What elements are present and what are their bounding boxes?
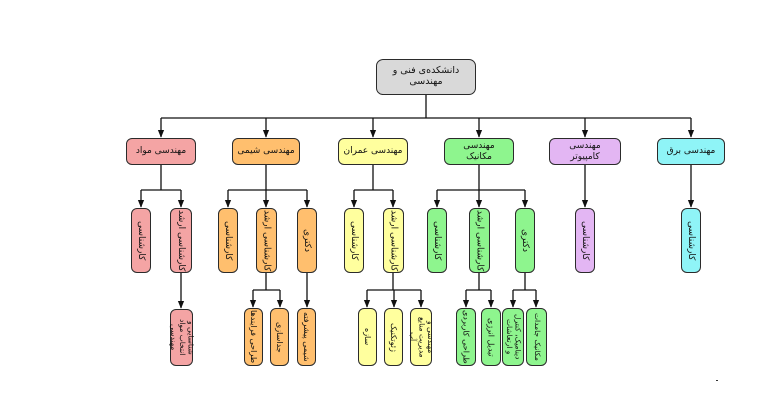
civil-master-spec-3-label: مهندسی و مدیریت منابع آب xyxy=(408,316,435,358)
dept-mechanical-node: مهندسی مکانیک xyxy=(444,138,514,165)
civil-bachelor-label: کارشناسی xyxy=(349,220,360,261)
chemical-master-label: کارشناسی ارشد xyxy=(261,209,272,272)
dept-chemical-node: مهندسی شیمی xyxy=(232,138,300,165)
dept-computer-node: مهندسی کامپیوتر xyxy=(549,138,621,165)
materials-master-node: کارشناسی ارشد xyxy=(170,208,192,273)
chemical-phd-spec-1-node: شیمی پیشرفته xyxy=(297,308,316,366)
electrical-bachelor-label: کارشناسی xyxy=(686,220,697,261)
dept-mechanical-label: مهندسی مکانیک xyxy=(463,141,495,162)
mechanical-bachelor-label: کارشناسی xyxy=(432,220,443,261)
civil-master-spec-1-node: سازه xyxy=(358,308,377,366)
computer-bachelor-node: کارشناسی xyxy=(575,208,595,273)
materials-master-spec-1-label: شناسایی و انتخاب مواد مهندسی xyxy=(169,319,196,356)
civil-master-spec-1-label: سازه xyxy=(363,328,373,346)
electrical-bachelor-node: کارشناسی xyxy=(681,208,701,273)
mechanical-phd-spec-2-node: مکانیک جامدات xyxy=(526,308,547,366)
dept-computer-label: مهندسی کامپیوتر xyxy=(569,141,601,162)
chemical-phd-label: دکتری xyxy=(302,228,313,253)
mechanical-master-spec-1-label: طراحی کاربردی xyxy=(461,310,471,364)
dept-chemical-label: مهندسی شیمی xyxy=(237,146,295,157)
mechanical-bachelor-node: کارشناسی xyxy=(427,208,447,273)
chemical-master-spec-2-label: جداسازی xyxy=(275,321,285,353)
dept-electrical-label: مهندسی برق xyxy=(666,146,716,157)
mechanical-master-spec-2-label: تبدیل انرژی xyxy=(486,317,496,357)
materials-master-spec-1-node: شناسایی و انتخاب مواد مهندسی xyxy=(169,309,196,366)
mechanical-master-spec-1-node: طراحی کاربردی xyxy=(456,308,476,366)
chemical-bachelor-node: کارشناسی xyxy=(218,208,238,273)
dept-electrical-node: مهندسی برق xyxy=(657,138,725,165)
dept-materials-label: مهندسی مواد xyxy=(135,146,187,157)
civil-master-node: کارشناسی ارشد xyxy=(383,208,404,273)
mechanical-phd-spec-2-label: مکانیک جامدات xyxy=(532,313,542,361)
chemical-phd-node: دکتری xyxy=(297,208,317,273)
dept-civil-label: مهندسی عمران xyxy=(343,146,403,157)
civil-master-spec-2-node: ژئوتکنیک xyxy=(384,308,403,366)
mechanical-phd-spec-1-label: دینامیک، کنترل و ارتعاشات xyxy=(505,314,523,360)
computer-bachelor-label: کارشناسی xyxy=(580,220,591,261)
root-faculty-label: دانشکده‌ی فنی و مهندسی xyxy=(392,65,460,87)
materials-bachelor-node: کارشناسی xyxy=(131,208,151,273)
civil-master-spec-2-label: ژئوتکنیک xyxy=(389,322,399,352)
civil-master-spec-3-node: مهندسی و مدیریت منابع آب xyxy=(408,308,435,366)
chemical-bachelor-label: کارشناسی xyxy=(223,220,234,261)
civil-bachelor-node: کارشناسی xyxy=(344,208,364,273)
chemical-master-spec-1-node: طراحی فرایندها xyxy=(244,308,263,366)
dept-civil-node: مهندسی عمران xyxy=(338,138,408,165)
mechanical-phd-label: دکتری xyxy=(520,228,531,253)
chemical-master-spec-2-node: جداسازی xyxy=(270,308,289,366)
materials-master-label: کارشناسی ارشد xyxy=(176,209,187,272)
stray-dot xyxy=(716,380,718,381)
chemical-phd-spec-1-label: شیمی پیشرفته xyxy=(302,312,312,362)
mechanical-master-spec-2-node: تبدیل انرژی xyxy=(481,308,501,366)
mechanical-phd-spec-1-node: دینامیک، کنترل و ارتعاشات xyxy=(502,308,524,366)
mechanical-phd-node: دکتری xyxy=(515,208,535,273)
chemical-master-node: کارشناسی ارشد xyxy=(256,208,277,273)
mechanical-master-node: کارشناسی ارشد xyxy=(469,208,490,273)
root-faculty-node: دانشکده‌ی فنی و مهندسی xyxy=(376,59,476,95)
dept-materials-node: مهندسی مواد xyxy=(126,138,196,165)
mechanical-master-label: کارشناسی ارشد xyxy=(474,209,485,272)
civil-master-label: کارشناسی ارشد xyxy=(388,209,399,272)
materials-bachelor-label: کارشناسی xyxy=(136,220,147,261)
chemical-master-spec-1-label: طراحی فرایندها xyxy=(249,310,259,364)
